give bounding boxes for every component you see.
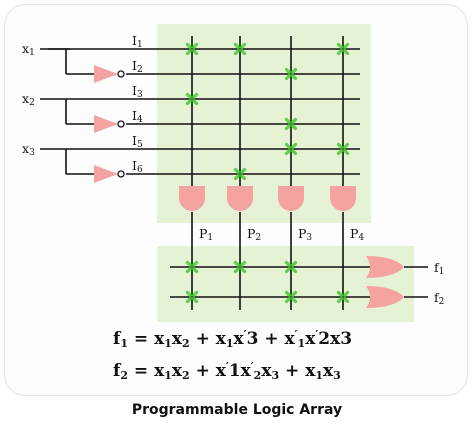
input-line-label-6: I6 xyxy=(132,158,143,175)
and-connection-I4-P3 xyxy=(284,117,298,131)
or-connection-f2-P4 xyxy=(336,290,350,304)
output-label-f1: f1 xyxy=(434,260,444,277)
inverter-x3 xyxy=(94,165,118,183)
and-connection-I5-P3 xyxy=(284,142,298,156)
and-gate-4 xyxy=(330,186,356,211)
input-line-label-2: I2 xyxy=(132,58,143,75)
input-line-label-1: I1 xyxy=(132,33,143,50)
and-connection-I1-P4 xyxy=(336,42,350,56)
diagram-title: Programmable Logic Array xyxy=(131,402,343,418)
and-connection-I5-P4 xyxy=(336,142,350,156)
and-connection-I2-P3 xyxy=(284,67,298,81)
or-connection-f1-P1 xyxy=(185,260,199,274)
product-label-1: P1 xyxy=(199,226,213,243)
input-line-label-4: I4 xyxy=(132,108,143,125)
and-gate-2 xyxy=(227,186,253,211)
or-connection-f2-P3 xyxy=(284,290,298,304)
inverter-x1 xyxy=(94,65,118,83)
and-connection-I1-P2 xyxy=(233,42,247,56)
equation-f2: f2 = x1x2 + x′1x′2x3 + x1x3 xyxy=(113,360,341,382)
input-label-x1: x1 xyxy=(22,41,35,58)
and-gate-1 xyxy=(179,186,205,211)
equation-f1: f1 = x1x2 + x1x′3 + x′1x′2x3 xyxy=(113,328,353,350)
input-line-label-3: I3 xyxy=(132,83,143,100)
product-label-3: P3 xyxy=(298,226,312,243)
and-gate-3 xyxy=(278,186,304,211)
and-connection-I6-P2 xyxy=(233,167,247,181)
and-connection-I1-P1 xyxy=(185,42,199,56)
product-label-4: P4 xyxy=(350,226,364,243)
inverter-bubble-x3 xyxy=(117,170,125,178)
inverter-x2 xyxy=(94,115,118,133)
or-connection-f1-P2 xyxy=(233,260,247,274)
and-connection-I3-P1 xyxy=(185,92,199,106)
inverter-bubble-x2 xyxy=(117,120,125,128)
or-connection-f1-P3 xyxy=(284,260,298,274)
output-label-f2: f2 xyxy=(434,290,444,307)
or-gate-2 xyxy=(366,286,404,308)
input-line-label-5: I5 xyxy=(132,133,143,150)
product-label-2: P2 xyxy=(247,226,261,243)
inverter-bubble-x1 xyxy=(117,70,125,78)
input-label-x3: x3 xyxy=(22,141,35,158)
input-label-x2: x2 xyxy=(22,91,35,108)
or-connection-f2-P1 xyxy=(185,290,199,304)
or-gate-1 xyxy=(366,256,404,278)
